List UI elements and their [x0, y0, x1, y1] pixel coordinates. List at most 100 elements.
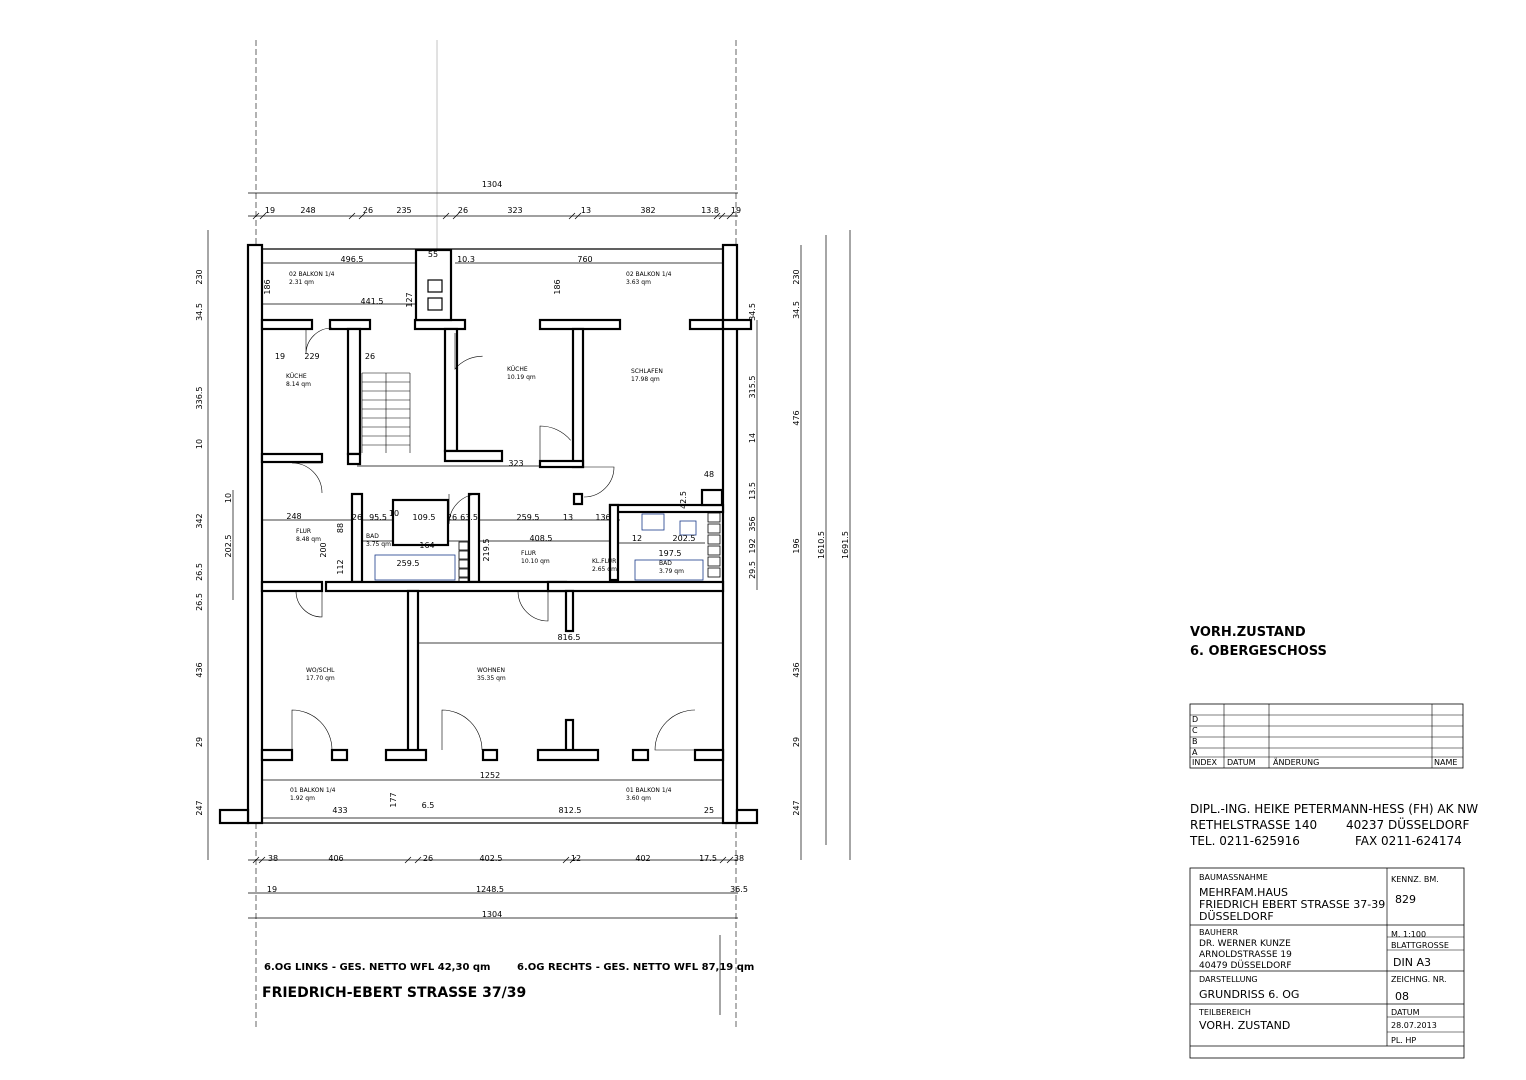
wall-lower-facade [536, 748, 600, 762]
dim-interior: 164 [419, 541, 434, 550]
wall-lower-facade [260, 748, 294, 762]
dim-right-chain: 13.5 [748, 482, 757, 500]
kennz-label: KENNZ. BM. [1391, 875, 1439, 884]
dim-interior: 441.5 [361, 297, 384, 306]
dim-bottom-chain: 406 [328, 854, 343, 863]
revision-index: A [1192, 748, 1198, 757]
dim-bottom-chain: 38 [734, 854, 744, 863]
dim-interior: 259.5 [397, 559, 420, 568]
dim-left-outer: 26.5 [195, 563, 204, 581]
wall-left-return [218, 808, 250, 825]
revision-index: C [1192, 726, 1198, 735]
wall-kitchen2-bottom [443, 449, 504, 463]
room-name: SCHLAFEN [631, 368, 663, 375]
dim-interior: 496.5 [341, 255, 364, 264]
dimension-tick [574, 212, 582, 220]
room-area: 3.75 qm [366, 541, 391, 548]
datum-value: 28.07.2013 [1391, 1021, 1437, 1030]
dim-interior: 26 [365, 352, 375, 361]
dimension-tick [348, 212, 356, 220]
wall-upper-facade [328, 318, 372, 331]
door-swing [291, 462, 323, 494]
dim-interior: 136 [595, 513, 610, 522]
office-tel: TEL. 0211-625916 [1190, 834, 1300, 848]
tile-fixture [458, 541, 469, 551]
dim-top-chain: 26 [363, 206, 373, 215]
dim-interior: 433 [332, 806, 347, 815]
room-area: 2.31 qm [289, 279, 314, 286]
wall-bath-right-left [608, 503, 620, 582]
floor-level-heading: 6. OBERGESCHOSS [1190, 644, 1327, 659]
dim-interior: 760 [577, 255, 592, 264]
wall-kitchen-bottom [346, 452, 362, 466]
revision-header-name: NAME [1434, 758, 1457, 767]
blattgrosse-value: DIN A3 [1393, 956, 1431, 969]
wall-flur-mid [467, 492, 481, 584]
dim-interior: 259.5 [517, 513, 540, 522]
wall-wohnen-stub [564, 589, 575, 633]
wall-upper-facade [721, 318, 753, 331]
dimension-tick [726, 856, 734, 864]
dim-right-outer: 29 [792, 737, 801, 747]
dimension-tick [452, 212, 460, 220]
tile-fixture [707, 512, 721, 523]
teilbereich-label: TEILBEREICH [1199, 1008, 1251, 1017]
dim-interior: 63.5 [460, 513, 478, 522]
dim-bottom-mid: 36.5 [730, 885, 748, 894]
dim-left-outer: 336.5 [195, 387, 204, 410]
tile-fixture [707, 567, 721, 578]
dim-interior: 6.5 [422, 801, 435, 810]
bauherr-line-3: 40479 DÜSSELDORF [1199, 961, 1292, 971]
wall-lower-rooms-top [260, 580, 324, 593]
planer-initials: PL. HP [1391, 1036, 1417, 1045]
dim-right-chain: 315.5 [748, 376, 757, 399]
dim-left-outer: 436 [195, 662, 204, 677]
wall-lower-facade [631, 748, 650, 762]
room-name: WO/SCHL [306, 667, 335, 674]
revision-header-datum: DATUM [1227, 758, 1256, 767]
dim-interior: 197.5 [659, 549, 682, 558]
dim-bottom-chain: 12 [571, 854, 581, 863]
dim-interior: 219.5 [482, 539, 491, 562]
dim-interior: 323 [508, 459, 523, 468]
dim-left-outer: 230 [195, 269, 204, 284]
tile-fixture [707, 534, 721, 545]
dim-right-outer: 247 [792, 800, 801, 815]
dim-top-chain: 235 [396, 206, 411, 215]
bauherr-line-1: DR. WERNER KUNZE [1199, 939, 1291, 949]
room-area: 8.48 qm [296, 536, 321, 543]
door-swing [448, 493, 480, 525]
dim-interior: 408.5 [530, 534, 553, 543]
dim-interior: 13 [563, 513, 573, 522]
title-block [1189, 867, 1465, 1059]
dim-left-outer: 342 [195, 513, 204, 528]
room-name: KÜCHE [286, 373, 307, 380]
dim-right-total: 1691.5 [841, 531, 850, 559]
door-swing [454, 333, 483, 370]
dimension-tick [404, 856, 412, 864]
room-name: FLUR [296, 528, 311, 535]
baumassnahme-line-1: MEHRFAM.HAUS [1199, 886, 1289, 899]
kennz-value: 829 [1395, 893, 1416, 906]
dim-interior: 127 [405, 292, 414, 307]
chimney-flue [427, 279, 443, 293]
dimension-tick [414, 856, 422, 864]
door-swing [517, 590, 549, 622]
dim-right-chain: 356 [748, 516, 757, 531]
tile-fixture [458, 559, 469, 569]
tile-fixture [458, 550, 469, 560]
room-area: 1.92 qm [290, 795, 315, 802]
dim-interior: 816.5 [558, 633, 581, 642]
dim-top-chain: 323 [507, 206, 522, 215]
dim-interior: 10 [389, 509, 399, 518]
dim-interior: 1252 [480, 771, 500, 780]
wall-left-exterior [246, 243, 264, 825]
dim-interior: 248 [286, 512, 301, 521]
room-area: 3.79 qm [659, 568, 684, 575]
total-area-left: 6.OG LINKS - GES. NETTO WFL 42,30 qm [264, 962, 491, 973]
dim-top-chain: 19 [265, 206, 275, 215]
wall-lower-facade [330, 748, 349, 762]
dim-top-chain: 248 [300, 206, 315, 215]
dimension-tick [568, 212, 576, 220]
